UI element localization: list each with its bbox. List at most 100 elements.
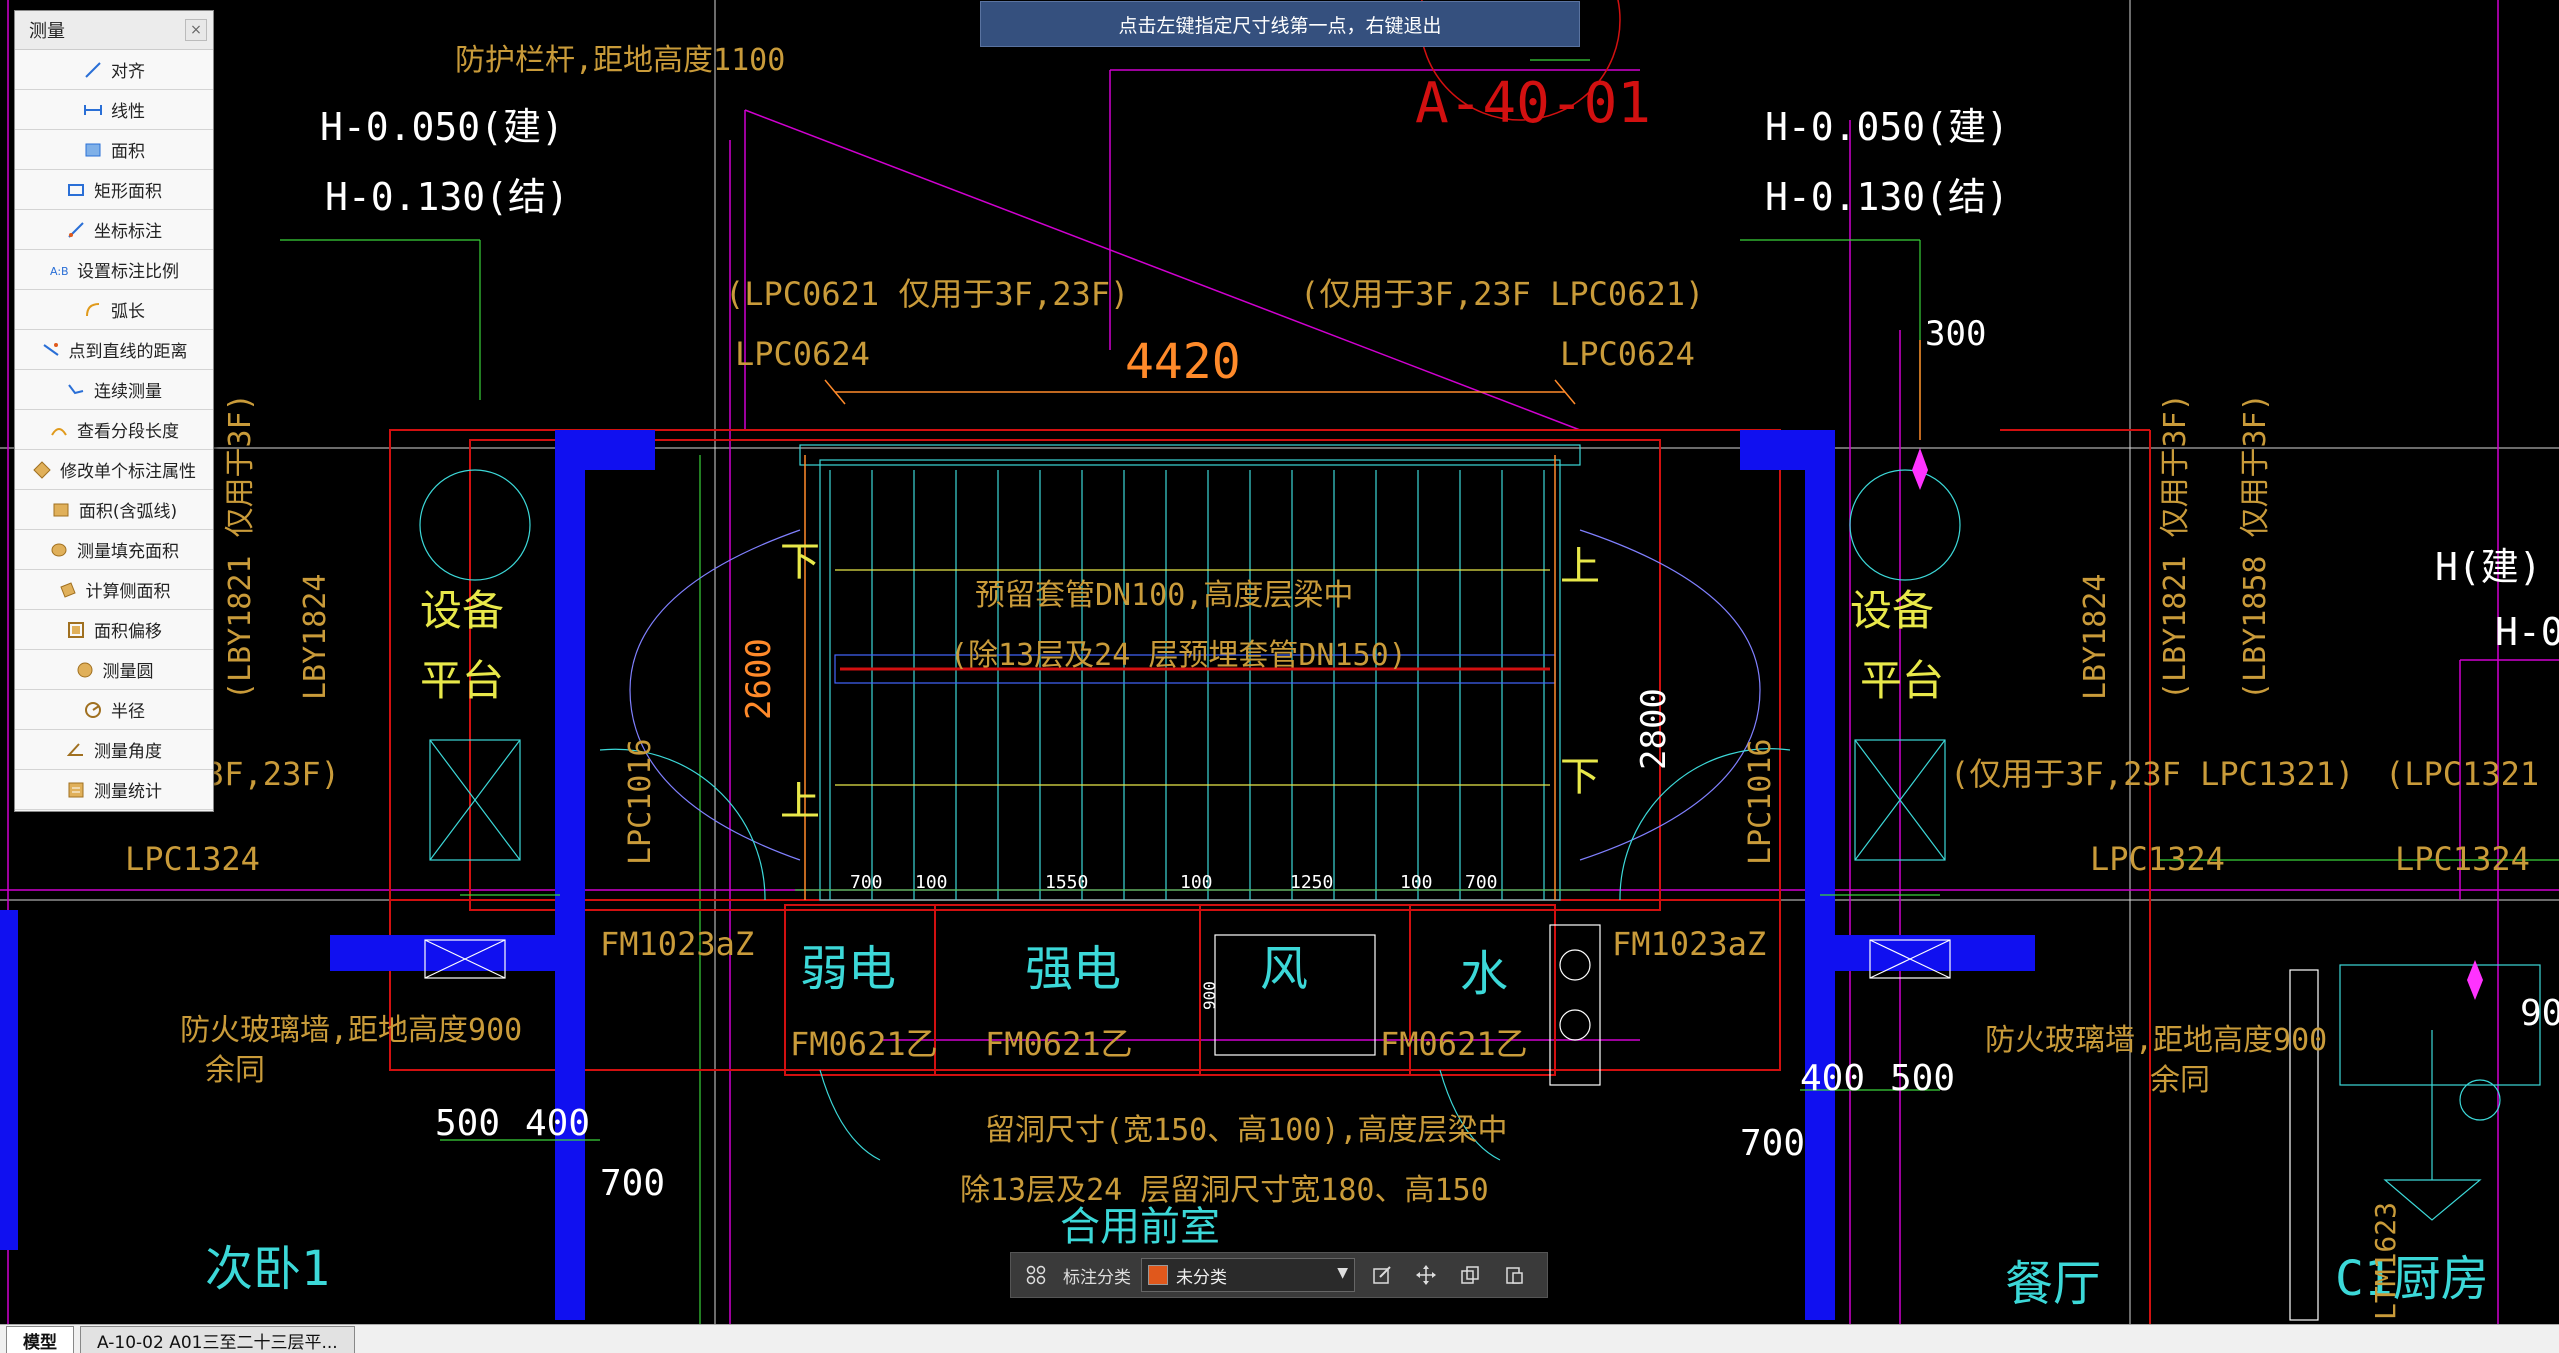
label-lpc1324-left: LPC1324	[125, 840, 260, 878]
annotation-category-select[interactable]: 未分类 ▼	[1141, 1258, 1355, 1292]
measure-item-segment[interactable]: 查看分段长度	[15, 410, 213, 450]
measure-item-label: 测量角度	[94, 742, 162, 762]
dim-4420: 4420	[1125, 334, 1241, 390]
point-line-icon	[41, 340, 61, 360]
elevation-building-right: H-0.050(建)	[1765, 105, 2009, 149]
label-ltm1623: LTM1623	[2369, 1202, 2402, 1320]
door-fm0621-2: FM0621乙	[985, 1025, 1133, 1063]
elevation-h-right: H(建)	[2435, 545, 2542, 589]
note-same-right: 余同	[2150, 1063, 2210, 1098]
room-kitchen: C1厨房	[2335, 1251, 2489, 1307]
door-fm1023-right: FM1023aZ	[1612, 925, 1766, 963]
annotation-category-label: 标注分类	[1063, 1267, 1131, 1288]
tab-model[interactable]: 模型	[6, 1326, 74, 1353]
dim-400-left: 400	[525, 1103, 590, 1144]
measure-item-label: 测量统计	[94, 782, 162, 802]
coordinate-icon	[66, 220, 86, 240]
label-lby1824-right: LBY1824	[2078, 574, 2113, 700]
measure-item-label: 面积偏移	[94, 622, 162, 642]
paste-icon[interactable]	[1497, 1258, 1531, 1292]
drawing-canvas[interactable]: 防护栏杆,距地高度1100 H-0.050(建) H-0.130(结) H-0.…	[0, 0, 2559, 1324]
measure-item-label: 点到直线的距离	[68, 342, 188, 362]
note-lpc1321-right: (LPC1321 仅	[2385, 755, 2559, 793]
annotation-category-value: 未分类	[1176, 1267, 1227, 1288]
drawing-tag: A-40-01	[1415, 71, 1651, 136]
measure-item-linear[interactable]: 线性	[15, 90, 213, 130]
copy-icon[interactable]	[1453, 1258, 1487, 1292]
radius-icon	[83, 700, 103, 720]
stair-up-left: 上	[780, 779, 820, 825]
measure-item-circle[interactable]: 测量圆	[15, 650, 213, 690]
measure-item-radius[interactable]: 半径	[15, 690, 213, 730]
label-platform-left: 平台	[420, 656, 504, 705]
note-3f23f-left: 3F,23F)	[205, 755, 340, 793]
edit-icon	[32, 460, 52, 480]
measure-item-label: 半径	[111, 702, 145, 722]
room-shared-lobby: 合用前室	[1060, 1204, 1220, 1250]
tab-layout[interactable]: A-10-02 A01三至二十三层平...	[80, 1326, 355, 1353]
note-lpc0621-left: (LPC0621 仅用于3F,23F)	[725, 275, 1129, 313]
fill-area-icon	[49, 540, 69, 560]
measure-item-stats[interactable]: 测量统计	[15, 770, 213, 810]
label-lby1858: (LBY1858 仅用于3F)	[2238, 393, 2273, 700]
measure-item-offset[interactable]: 面积偏移	[15, 610, 213, 650]
measure-item-coord[interactable]: 坐标标注	[15, 210, 213, 250]
room-ventilation: 风	[1260, 941, 1308, 997]
measure-item-point-line[interactable]: 点到直线的距离	[15, 330, 213, 370]
measure-item-area[interactable]: 面积	[15, 130, 213, 170]
label-lpc1324-mid: LPC1324	[2090, 840, 2225, 878]
note-railing: 防护栏杆,距地高度1100	[455, 43, 785, 78]
measure-item-label: 测量圆	[102, 662, 154, 682]
dim-90-right: 90	[2520, 993, 2559, 1034]
stair-down-left: 下	[780, 539, 820, 585]
measure-item-fill-area[interactable]: 测量填充面积	[15, 530, 213, 570]
label-lpc1016-left: LPC1016	[623, 739, 658, 865]
measure-item-side-area[interactable]: 计算侧面积	[15, 570, 213, 610]
measure-item-edit[interactable]: 修改单个标注属性	[15, 450, 213, 490]
move-icon[interactable]	[1409, 1258, 1443, 1292]
room-strong-current: 强电	[1025, 941, 1121, 997]
measure-item-area-arc[interactable]: 面积(含弧线)	[15, 490, 213, 530]
dim-stair-100-3: 100	[1400, 872, 1433, 893]
dim-400-right: 400	[1800, 1058, 1865, 1099]
note-opening: 留洞尺寸(宽150、高100),高度层梁中	[985, 1113, 1508, 1148]
measure-item-label: 连续测量	[94, 382, 162, 402]
elevation-structure-right: H-0.130(结)	[1765, 175, 2009, 219]
measure-item-align[interactable]: 对齐	[15, 50, 213, 90]
label-lby1821-right: (LBY1821 仅用于3F)	[2158, 393, 2193, 700]
note-same-left: 余同	[205, 1053, 265, 1088]
measure-item-label: 线性	[111, 102, 145, 122]
edit-icon[interactable]	[1365, 1258, 1399, 1292]
grid-icon[interactable]	[1019, 1258, 1053, 1292]
dim-stair-1250: 1250	[1290, 872, 1333, 893]
measure-item-continuous[interactable]: 连续测量	[15, 370, 213, 410]
measure-item-label: 矩形面积	[94, 182, 162, 202]
measure-panel-title: 测量	[29, 21, 65, 42]
dim-stair-100-2: 100	[1180, 872, 1213, 893]
note-fire-glass-left: 防火玻璃墙,距地高度900	[180, 1013, 522, 1048]
label-lpc1016-right: LPC1016	[1743, 739, 1778, 865]
measure-item-label: 计算侧面积	[85, 582, 171, 602]
measure-item-arc[interactable]: 弧长	[15, 290, 213, 330]
measure-item-angle[interactable]: 测量角度	[15, 730, 213, 770]
chevron-down-icon: ▼	[1337, 1265, 1348, 1281]
measure-panel-header[interactable]: 测量 ×	[15, 11, 213, 50]
note-lpc0621-right: (仅用于3F,23F LPC0621)	[1300, 275, 1704, 313]
dim-stair-700-left: 700	[850, 872, 883, 893]
dim-stair-100-1: 100	[915, 872, 948, 893]
note-sleeve-2: (除13层及24 层预埋套管DN150)	[950, 638, 1407, 673]
angle-icon	[66, 740, 86, 760]
elevation-h0-right: H-0	[2495, 610, 2559, 654]
stair-down-right: 下	[1560, 754, 1600, 800]
measure-item-label: 面积	[111, 142, 145, 162]
measure-item-label: 对齐	[111, 62, 145, 82]
cad-drawing[interactable]: 防护栏杆,距地高度1100 H-0.050(建) H-0.130(结) H-0.…	[0, 0, 2559, 1324]
measure-item-label: 弧长	[111, 302, 145, 322]
scale-icon: A:B	[49, 260, 69, 280]
label-lby1824-left: LBY1824	[298, 574, 333, 700]
close-icon[interactable]: ×	[185, 19, 207, 41]
measure-item-rect-area[interactable]: 矩形面积	[15, 170, 213, 210]
side-area-icon	[58, 580, 78, 600]
